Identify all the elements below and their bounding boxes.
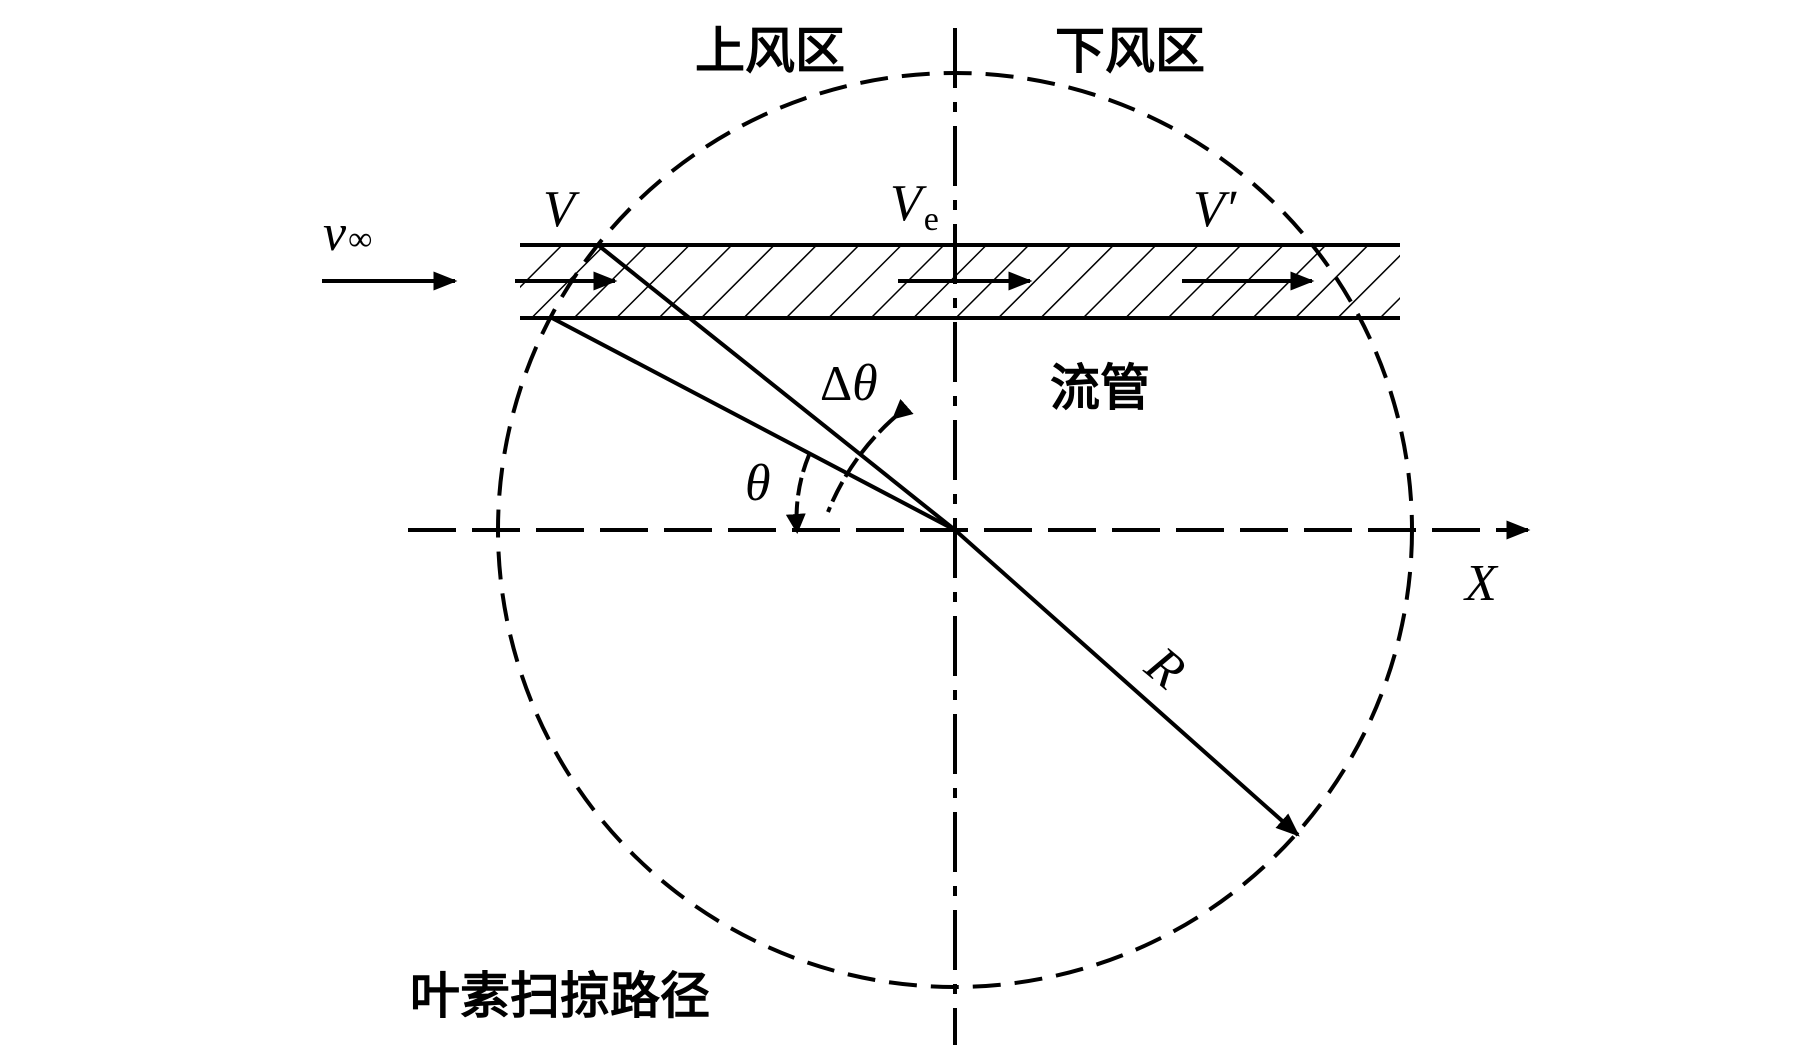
theta-label: θ xyxy=(745,455,771,512)
radial-line-upper xyxy=(596,243,957,532)
upstream-velocity-label: V xyxy=(543,181,580,238)
downstream-velocity-label: V′ xyxy=(1193,181,1238,238)
blade-sweep-path-label: 叶素扫掠路径 xyxy=(410,967,710,1025)
downwind-zone-label: 下风区 xyxy=(1055,22,1205,80)
delta-theta-arc xyxy=(826,398,914,513)
radial-line-lower xyxy=(551,316,956,532)
stream-tube-label: 流管 xyxy=(1050,359,1150,417)
radius-label: R xyxy=(1134,635,1196,700)
theta-arc xyxy=(785,454,811,534)
upwind-zone-label: 上风区 xyxy=(695,22,845,80)
x-axis-label: X xyxy=(1463,555,1499,612)
freestream-velocity-label: v∞ xyxy=(323,205,372,262)
equator-velocity-label: Ve xyxy=(890,175,939,238)
delta-theta-label: Δθ xyxy=(820,355,878,412)
radius-arrow xyxy=(953,528,1300,837)
